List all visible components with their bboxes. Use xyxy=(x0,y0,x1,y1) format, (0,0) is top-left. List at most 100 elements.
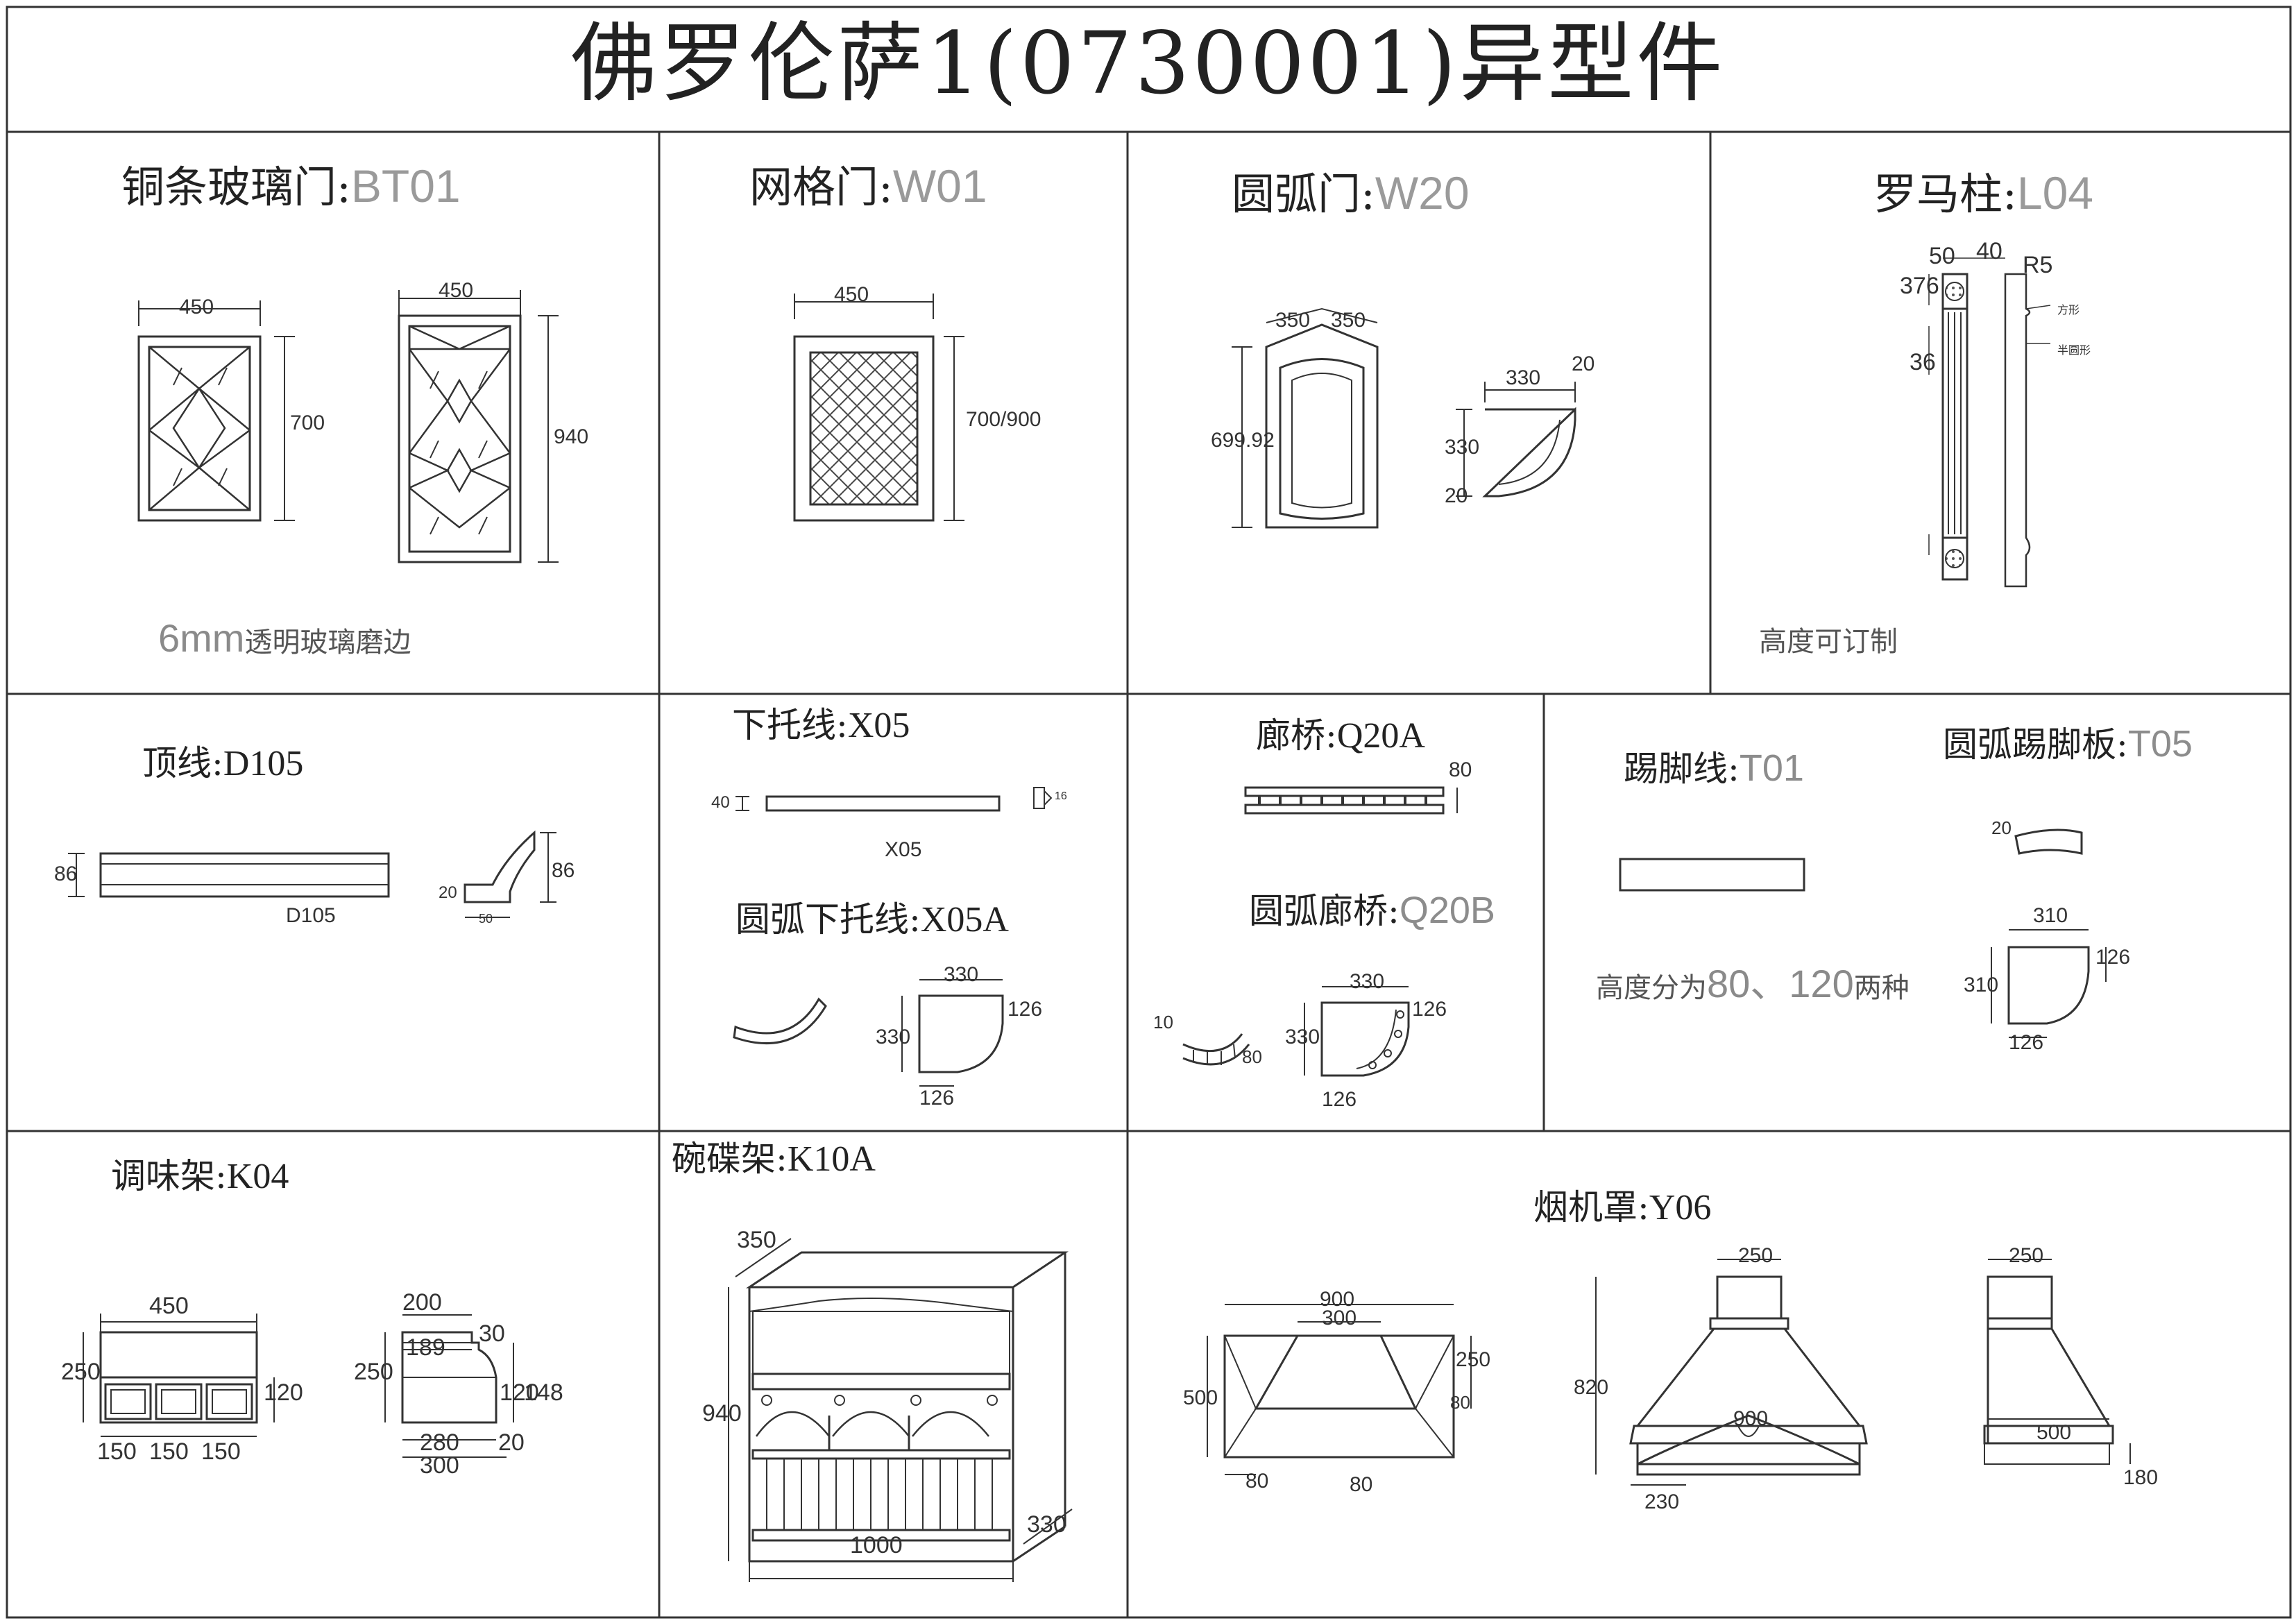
x05a-dim-bottom: 126 xyxy=(919,1087,955,1110)
sheet-grid xyxy=(6,6,2292,1619)
l04-drawing xyxy=(1928,257,2051,588)
q20b-heading: 圆弧廊桥:Q20B xyxy=(1249,892,1495,929)
bt01-dim-width-1: 450 xyxy=(179,296,214,318)
y06-dim-chimney-width: 250 xyxy=(1738,1244,1774,1267)
k04-dim-drawer-3: 150 xyxy=(201,1438,241,1465)
q20b-dim-bottom: 126 xyxy=(1322,1088,1357,1111)
w01-dim-width: 450 xyxy=(834,283,869,306)
q20a-drawing xyxy=(1244,786,1458,815)
bt01-dim-width-2: 450 xyxy=(439,279,474,302)
y06-dim-plan-inner-depth: 250 xyxy=(1456,1348,1491,1371)
q20a-code: Q20A xyxy=(1336,716,1425,756)
x05a-heading: 圆弧下托线:X05A xyxy=(735,902,1009,938)
t05-heading: 圆弧踢脚板:T05 xyxy=(1943,725,2193,763)
w20-dim-side-2: 350 xyxy=(1331,309,1366,332)
k04-dim-side-lip: 30 xyxy=(479,1320,505,1347)
w20-dim-plan-edge-2: 20 xyxy=(1445,484,1468,507)
x05a-drawing xyxy=(733,979,1004,1087)
x05-dim-label: X05 xyxy=(885,838,922,861)
t01-heading: 踢脚线:T01 xyxy=(1624,749,1804,787)
d105-code: D105 xyxy=(223,744,304,783)
k04-dim-side-depth: 300 xyxy=(420,1452,459,1479)
t01-note-heights: 80、120 xyxy=(1707,962,1854,1005)
y06-heading: 烟机罩:Y06 xyxy=(1533,1190,1711,1226)
w01-heading: 网格门:W01 xyxy=(749,163,987,209)
q20b-dim-width: 330 xyxy=(1350,970,1385,993)
k10a-dim-height: 940 xyxy=(702,1400,742,1427)
l04-label-square: 方形 xyxy=(2057,305,2080,316)
y06-dim-side-depth: 500 xyxy=(2036,1421,2072,1444)
q20b-dim-side: 126 xyxy=(1412,998,1447,1021)
bt01-code: BT01 xyxy=(350,160,461,212)
l04-note: 高度可订制 xyxy=(1759,626,1898,658)
q20b-dim-depth: 330 xyxy=(1285,1026,1320,1048)
d105-name: 顶线: xyxy=(142,743,223,783)
t01-name: 踢脚线: xyxy=(1624,749,1740,789)
k04-dim-side-top: 200 xyxy=(402,1289,442,1316)
k04-code: K04 xyxy=(226,1157,289,1196)
t05-dim-depth: 310 xyxy=(1964,974,1999,996)
y06-code: Y06 xyxy=(1649,1188,1712,1227)
k04-dim-side-edge: 20 xyxy=(498,1429,525,1456)
y06-dim-plan-width: 900 xyxy=(1320,1288,1355,1311)
y06-dim-side-band: 180 xyxy=(2123,1466,2159,1489)
d105-heading: 顶线:D105 xyxy=(142,746,303,782)
bt01-name: 铜条玻璃门: xyxy=(121,162,351,212)
w20-dim-side-1: 350 xyxy=(1275,309,1311,332)
y06-dim-plan-depth: 500 xyxy=(1183,1386,1218,1409)
w20-heading: 圆弧门:W20 xyxy=(1232,170,1470,216)
d105-dim-profile-h: 86 xyxy=(552,859,575,882)
k04-dim-height: 250 xyxy=(61,1359,101,1385)
y06-dim-plan-front: 80 xyxy=(1350,1473,1373,1496)
y06-dim-front-corner: 230 xyxy=(1644,1490,1680,1513)
y06-dim-front-width: 900 xyxy=(1733,1407,1769,1430)
d105-dim-profile-w: 50 xyxy=(479,912,493,926)
y06-dim-plan-inner: 300 xyxy=(1322,1307,1357,1329)
t05-dim-width: 310 xyxy=(2033,904,2068,927)
l04-label-half-round: 半圆形 xyxy=(2057,345,2091,357)
t01-note-suffix: 两种 xyxy=(1853,972,1910,1004)
k10a-drawing xyxy=(728,1238,1073,1582)
k04-dim-side-height: 250 xyxy=(354,1359,393,1385)
t05-dim-bottom: 126 xyxy=(2009,1031,2044,1054)
y06-dim-plan-corner: 80 xyxy=(1245,1470,1269,1493)
k04-name: 调味架: xyxy=(111,1156,227,1196)
bt01-note-prefix: 6mm xyxy=(158,616,245,660)
k10a-name: 碗碟架: xyxy=(672,1139,788,1179)
t05-dim-side: 126 xyxy=(2095,946,2131,969)
q20b-drawing xyxy=(1182,986,1410,1077)
k04-drawing xyxy=(83,1314,514,1458)
bt01-drawing xyxy=(137,290,559,563)
k04-dim-side-inner: 189 xyxy=(406,1334,445,1361)
y06-drawing xyxy=(1207,1259,2131,1486)
t01-code: T01 xyxy=(1739,747,1804,789)
x05-dim-profile: 16 xyxy=(1055,790,1067,802)
y06-dim-plan-edge: 80 xyxy=(1450,1392,1470,1413)
w20-code: W20 xyxy=(1375,167,1470,219)
x05-name: 下托线: xyxy=(732,705,848,745)
y06-dim-side-chimney: 250 xyxy=(2009,1244,2044,1267)
x05-code: X05 xyxy=(847,706,910,745)
bt01-note: 6mm透明玻璃磨边 xyxy=(158,619,411,658)
w20-dim-height: 699.92 xyxy=(1211,429,1275,452)
l04-heading: 罗马柱:L04 xyxy=(1873,170,2093,216)
k10a-dim-width: 1000 xyxy=(850,1532,903,1558)
t05-name: 圆弧踢脚板: xyxy=(1943,724,2128,765)
d105-dim-label: D105 xyxy=(286,904,336,927)
x05-heading: 下托线:X05 xyxy=(732,708,910,744)
k10a-dim-depth-bottom: 330 xyxy=(1027,1511,1066,1538)
l04-dim-side: 40 xyxy=(1976,238,2002,264)
k04-dim-drawer-1: 150 xyxy=(97,1438,137,1465)
q20a-heading: 廊桥:Q20A xyxy=(1256,718,1425,754)
q20b-name: 圆弧廊桥: xyxy=(1249,891,1400,931)
k04-dim-side-base: 280 xyxy=(420,1429,459,1456)
x05a-dim-depth: 330 xyxy=(876,1026,911,1048)
t01-note: 高度分为80、120两种 xyxy=(1596,965,1910,1003)
k04-heading: 调味架:K04 xyxy=(111,1159,289,1195)
w01-code: W01 xyxy=(892,160,987,212)
x05a-dim-width: 330 xyxy=(944,963,979,986)
k10a-heading: 碗碟架:K10A xyxy=(672,1141,876,1178)
x05-dim-height: 40 xyxy=(711,793,730,812)
k04-dim-drawer-h: 120 xyxy=(264,1379,303,1406)
